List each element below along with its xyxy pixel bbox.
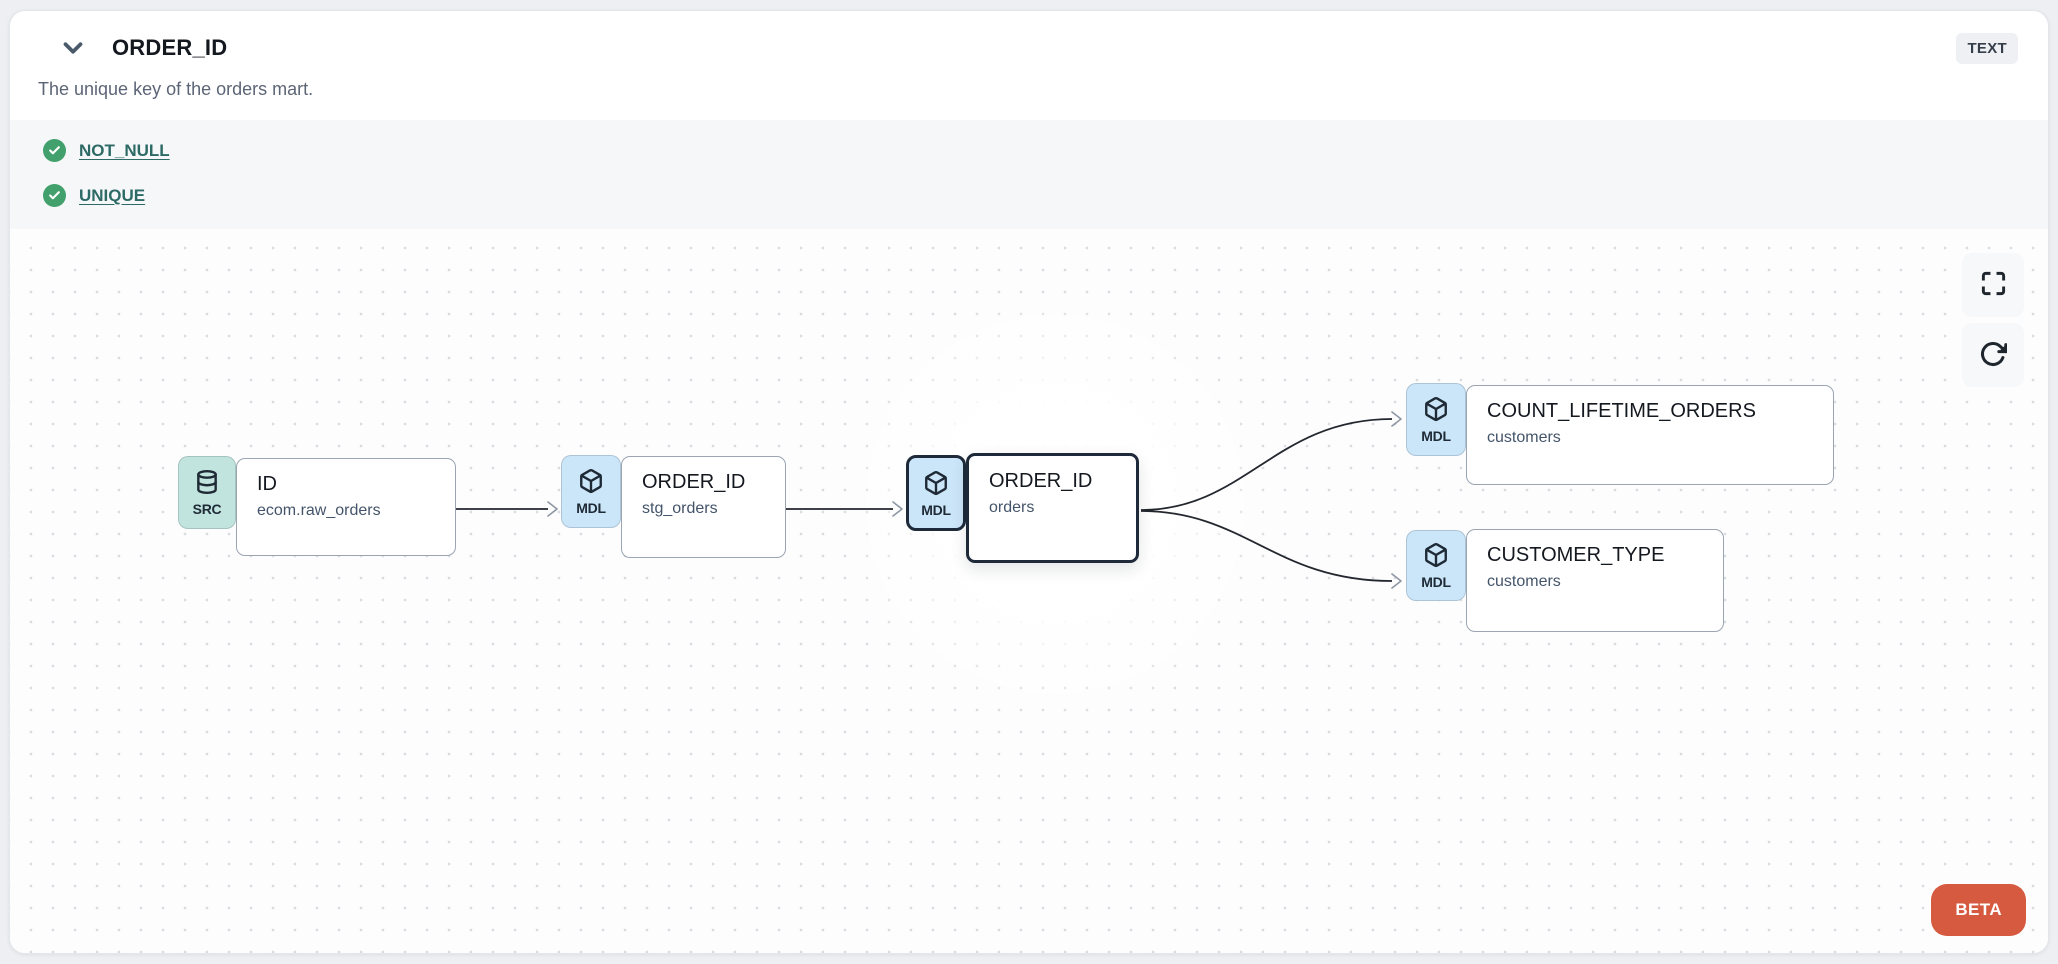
panel-header: ORDER_ID TEXT [10,11,2048,71]
canvas-controls [1962,253,2024,387]
node-title: ID [257,473,277,495]
node-type-badge: MDL [1406,530,1466,601]
fullscreen-icon [1980,270,2007,300]
check-circle-icon [43,139,66,162]
node-title: ORDER_ID [642,471,746,493]
test-row: UNIQUE [43,184,2018,207]
node-title: COUNT_LIFETIME_ORDERS [1487,400,1756,422]
node-title: CUSTOMER_TYPE [1487,544,1665,566]
test-link-unique[interactable]: UNIQUE [79,185,146,205]
node-type-badge: MDL [1406,383,1466,456]
node-title: ORDER_ID [989,470,1093,492]
edge-orders-to-customer-type [1140,510,1393,582]
database-icon [194,469,220,500]
node-subtitle: customers [1487,573,1561,590]
refresh-icon [1979,340,2008,371]
chevron-down-icon[interactable] [56,31,90,65]
cube-icon [923,470,949,501]
node-type-badge: MDL [906,455,966,531]
column-type-badge: TEXT [1956,32,2018,64]
node-card: CUSTOMER_TYPE customers [1466,529,1724,632]
test-row: NOT_NULL [43,139,2018,162]
cube-icon [1423,396,1449,427]
fullscreen-button[interactable] [1962,253,2024,317]
cube-icon [1423,542,1449,573]
edge-orders-to-count-lifetime [1140,418,1393,511]
column-title: ORDER_ID [112,35,228,60]
node-card: ID ecom.raw_orders [236,458,456,556]
column-description: The unique key of the orders mart. [38,79,314,99]
arrowhead-icon [1391,411,1402,427]
cube-icon [578,468,604,499]
node-subtitle: stg_orders [642,500,718,517]
node-card: ORDER_ID orders [966,453,1139,563]
check-circle-icon [43,184,66,207]
node-card: ORDER_ID stg_orders [621,456,786,558]
node-type-badge: SRC [178,456,236,529]
node-card: COUNT_LIFETIME_ORDERS customers [1466,385,1834,485]
node-subtitle: orders [989,499,1035,516]
node-subtitle: ecom.raw_orders [257,502,381,519]
node-subtitle: customers [1487,429,1561,446]
tests-section: NOT_NULL UNIQUE [10,120,2048,229]
beta-badge[interactable]: BETA [1931,884,2026,936]
arrowhead-icon [892,501,903,517]
lineage-canvas[interactable]: SRC ID ecom.raw_orders MDL ORDER_ID stg_… [10,229,2048,953]
column-detail-panel: ORDER_ID TEXT The unique key of the orde… [9,10,2049,954]
node-type-badge: MDL [561,455,621,528]
arrowhead-icon [1391,573,1402,589]
arrowhead-icon [547,501,558,517]
refresh-button[interactable] [1962,323,2024,387]
lineage-edges [456,411,1402,589]
test-link-not-null[interactable]: NOT_NULL [79,140,170,160]
